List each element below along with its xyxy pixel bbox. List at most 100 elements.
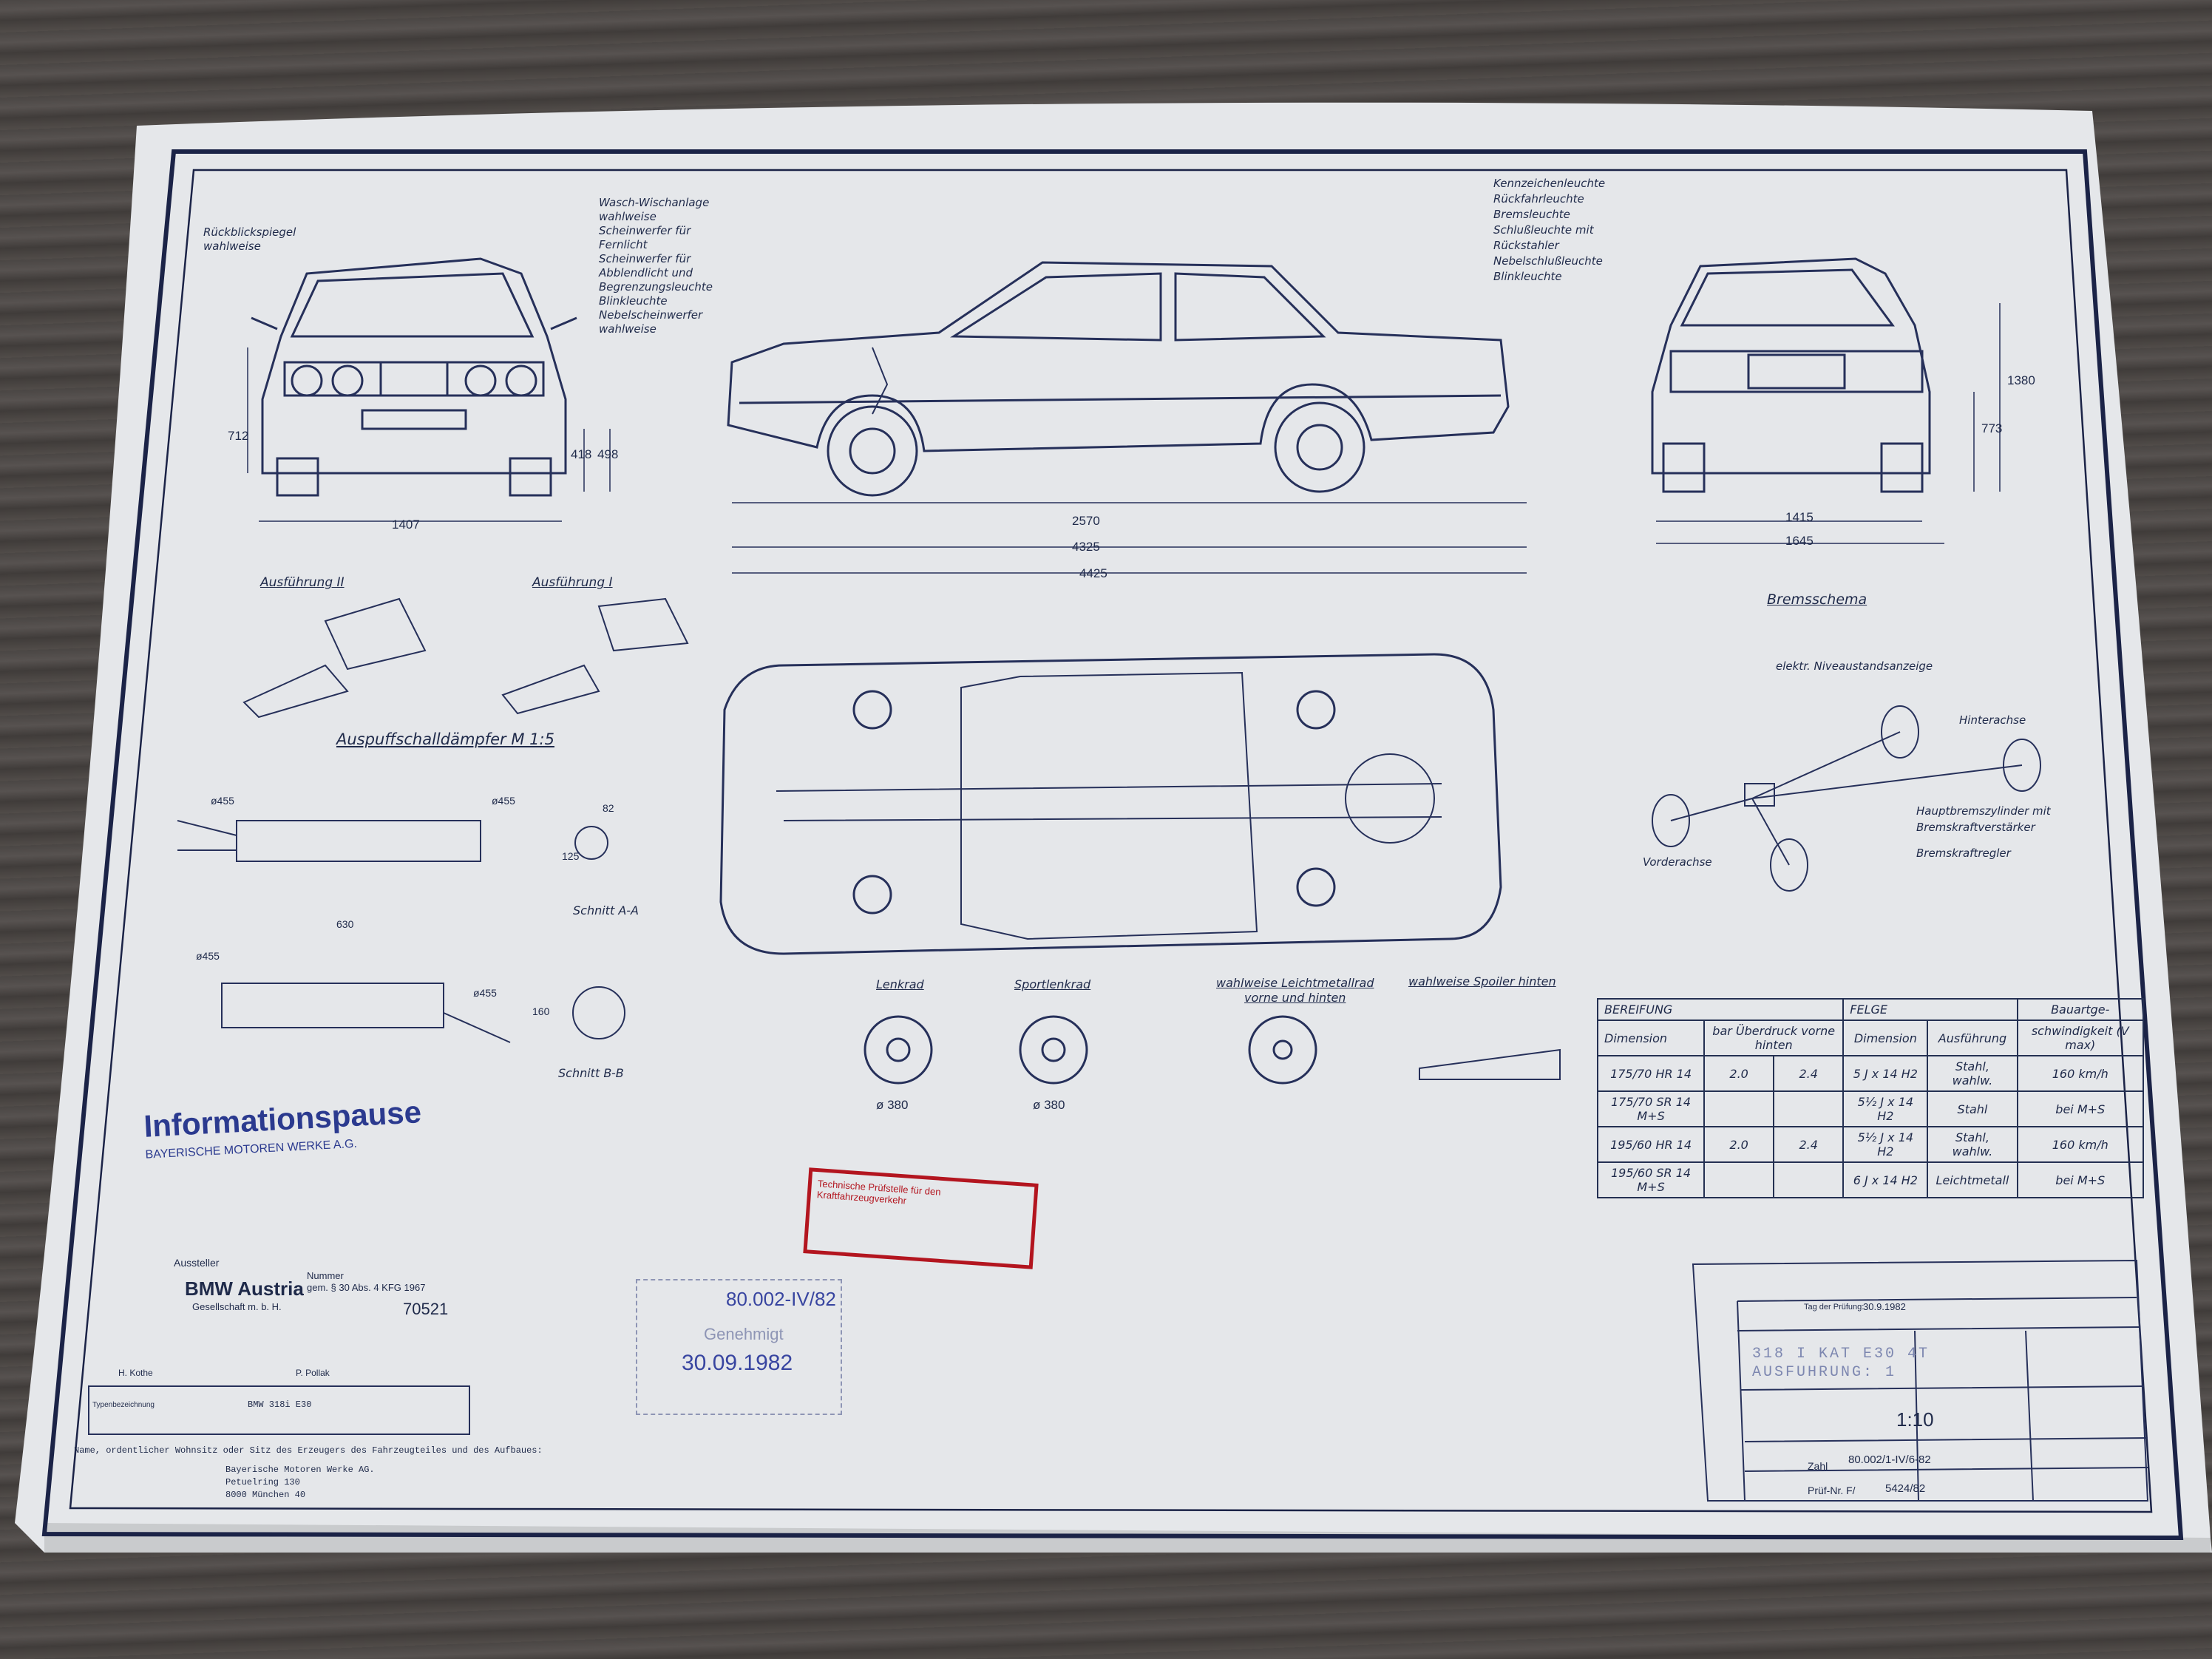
- dim-rear-track1: 1415: [1785, 510, 1814, 524]
- title-block-grid: [88, 1259, 2149, 1502]
- table-cell: Stahl, wahlw.: [1927, 1126, 2018, 1163]
- callout-text: Nebelscheinwerfer: [599, 308, 703, 322]
- table-cell: [1703, 1090, 1775, 1127]
- callout-text: Fernlicht: [599, 238, 648, 251]
- title-pruef: 5424/82: [1885, 1482, 1926, 1495]
- dim-front-track: 1407: [392, 518, 420, 532]
- table-cell: Stahl, wahlw.: [1927, 1055, 2018, 1092]
- type-value: BMW 318i E30: [248, 1400, 312, 1410]
- table-cell: 2.0: [1703, 1055, 1775, 1092]
- pedal-sketches: [242, 597, 689, 719]
- signature-1-name: H. Kothe: [118, 1368, 153, 1378]
- table-cell: 5½ J x 14 H2: [1842, 1090, 1929, 1127]
- table-cell: [1773, 1161, 1845, 1198]
- callout-text: Scheinwerfer für: [599, 224, 691, 237]
- table-cell: bei M+S: [2016, 1161, 2144, 1198]
- table-cell: 2.0: [1703, 1126, 1775, 1163]
- table-subheader: Ausführung: [1927, 1020, 2018, 1056]
- dim-front-h2: 418: [571, 447, 592, 461]
- table-header-row: BEREIFUNG FELGE Bauartge-: [1596, 998, 2144, 1021]
- table-cell: 2.4: [1773, 1126, 1845, 1163]
- issuer-nummer-label: Nummer: [307, 1270, 344, 1281]
- table-row: 175/70 HR 14 2.0 2.4 5 J x 14 H2 Stahl, …: [1596, 1055, 2144, 1092]
- issuer-company-sub: Gesellschaft m. b. H.: [192, 1301, 282, 1312]
- exhaust-dim: 82: [603, 802, 614, 814]
- label-auspuff: Auspuffschalldämpfer M 1:5: [336, 730, 554, 748]
- table-cell: bei M+S: [2016, 1090, 2144, 1127]
- manufacturer-note: Name, ordentlicher Wohnsitz oder Sitz de…: [74, 1445, 543, 1456]
- issuer-number: 70521: [403, 1300, 449, 1318]
- label-leichtmetall-line1: wahlweise Leichtmetallrad: [1216, 976, 1374, 990]
- table-cell: 160 km/h: [2016, 1126, 2144, 1163]
- dim-length1: 4325: [1072, 540, 1100, 554]
- table-row: 195/60 SR 14 M+S 6 J x 14 H2 Leichtmetal…: [1596, 1161, 2144, 1198]
- callout-washer: Wasch-Wischanlage wahlweise Scheinwerfer…: [599, 196, 713, 336]
- label-lenkrad: Lenkrad: [876, 977, 924, 991]
- table-header: Bauartge-: [2016, 998, 2144, 1021]
- issuer-company: BMW Austria: [185, 1278, 304, 1300]
- label-spoiler: wahlweise Spoiler hinten: [1408, 974, 1556, 988]
- table-cell: 175/70 HR 14: [1596, 1055, 1706, 1092]
- issuer-label: Aussteller: [174, 1257, 220, 1269]
- callout-text: Nebelschlußleuchte: [1493, 254, 1603, 268]
- table-cell: 6 J x 14 H2: [1842, 1161, 1929, 1198]
- type-label: Typenbezeichnung: [92, 1401, 155, 1409]
- table-subheader-row: Dimension bar Überdruck vorne hinten Dim…: [1596, 1020, 2144, 1056]
- issuer-nummer-text: gem. § 30 Abs. 4 KFG 1967: [307, 1282, 426, 1293]
- top-view: [719, 653, 1502, 955]
- callout-rear: Kennzeichenleuchte Rückfahrleuchte Brems…: [1493, 176, 1605, 285]
- dim-front-h1: 712: [228, 429, 249, 443]
- brake-label-niveau: elektr. Niveaustandsanzeige: [1776, 659, 1933, 673]
- blue-stamp-date: 30.09.1982: [682, 1351, 793, 1375]
- callout-text: wahlweise: [599, 210, 657, 223]
- callout-text: wahlweise: [599, 322, 657, 336]
- title-scale: 1:10: [1896, 1408, 1934, 1431]
- address-line: Petuelring 130: [225, 1477, 300, 1487]
- dim-front-h3: 498: [597, 447, 619, 461]
- table-cell: [1703, 1161, 1775, 1198]
- table-cell: [1773, 1090, 1845, 1127]
- dim-wheelbase: 2570: [1072, 514, 1100, 528]
- blue-stamp-word: Genehmigt: [704, 1325, 784, 1343]
- callout-text: Begrenzungsleuchte: [599, 280, 713, 294]
- table-cell: 5½ J x 14 H2: [1842, 1126, 1929, 1163]
- signature-2-name: P. Pollak: [296, 1368, 330, 1378]
- table-cell: 195/60 HR 14: [1596, 1126, 1706, 1163]
- callout-text: Rückblickspiegel: [203, 225, 296, 239]
- exhaust-dim: ø455: [196, 950, 220, 962]
- table-cell: Leichtmetall: [1927, 1161, 2018, 1198]
- callout-text: Abblendlicht und: [599, 266, 693, 279]
- callout-text: wahlweise: [203, 240, 261, 253]
- table-cell: 195/60 SR 14 M+S: [1596, 1161, 1706, 1198]
- exhaust-dim: 125: [562, 850, 580, 862]
- label-leichtmetall: wahlweise Leichtmetallrad vorne und hint…: [1216, 976, 1374, 1005]
- manufacturer-address: Bayerische Motoren Werke AG. Petuelring …: [225, 1464, 375, 1502]
- brake-schematic: [1652, 705, 2041, 892]
- outer-border: [41, 149, 2184, 1541]
- table-cell: 160 km/h: [2016, 1055, 2144, 1092]
- callout-text: Blinkleuchte: [599, 294, 668, 308]
- rear-view: [1651, 257, 1931, 493]
- exhaust-dim: ø455: [473, 987, 497, 999]
- table-subheader: bar Überdruck vorne hinten: [1703, 1020, 1845, 1056]
- callout-text: Wasch-Wischanlage: [599, 196, 710, 209]
- brake-label-hinterachse: Hinterachse: [1959, 713, 2026, 727]
- blue-approval-stamp: 80.002-IV/82 Genehmigt 30.09.1982: [636, 1279, 842, 1415]
- dim-rear-track2: 1645: [1785, 534, 1814, 548]
- title-date: 30.9.1982: [1863, 1301, 1906, 1312]
- table-cell: Stahl: [1927, 1090, 2018, 1127]
- brake-label-hauptbrems: Hauptbremszylinder mit: [1916, 804, 2051, 818]
- dimension-lines: [247, 303, 2001, 574]
- exhaust-dim: 160: [532, 1005, 550, 1017]
- tyre-table: BEREIFUNG FELGE Bauartge- Dimension bar …: [1596, 998, 2144, 1198]
- callout-text: Rückfahrleuchte: [1493, 192, 1584, 206]
- label-leichtmetall-line2: vorne und hinten: [1244, 991, 1346, 1005]
- label-ausfuehrung-1: Ausführung I: [532, 575, 613, 590]
- paper-sheet: [15, 102, 2212, 1553]
- brake-label-verstaerker: Bremskraftverstärker: [1916, 821, 2035, 834]
- title-variant: AUSFUHRUNG: 1: [1752, 1364, 1897, 1381]
- red-approval-stamp: Technische Prüfstelle für den Kraftfahrz…: [803, 1167, 1039, 1269]
- table-cell: 175/70 SR 14 M+S: [1596, 1090, 1706, 1127]
